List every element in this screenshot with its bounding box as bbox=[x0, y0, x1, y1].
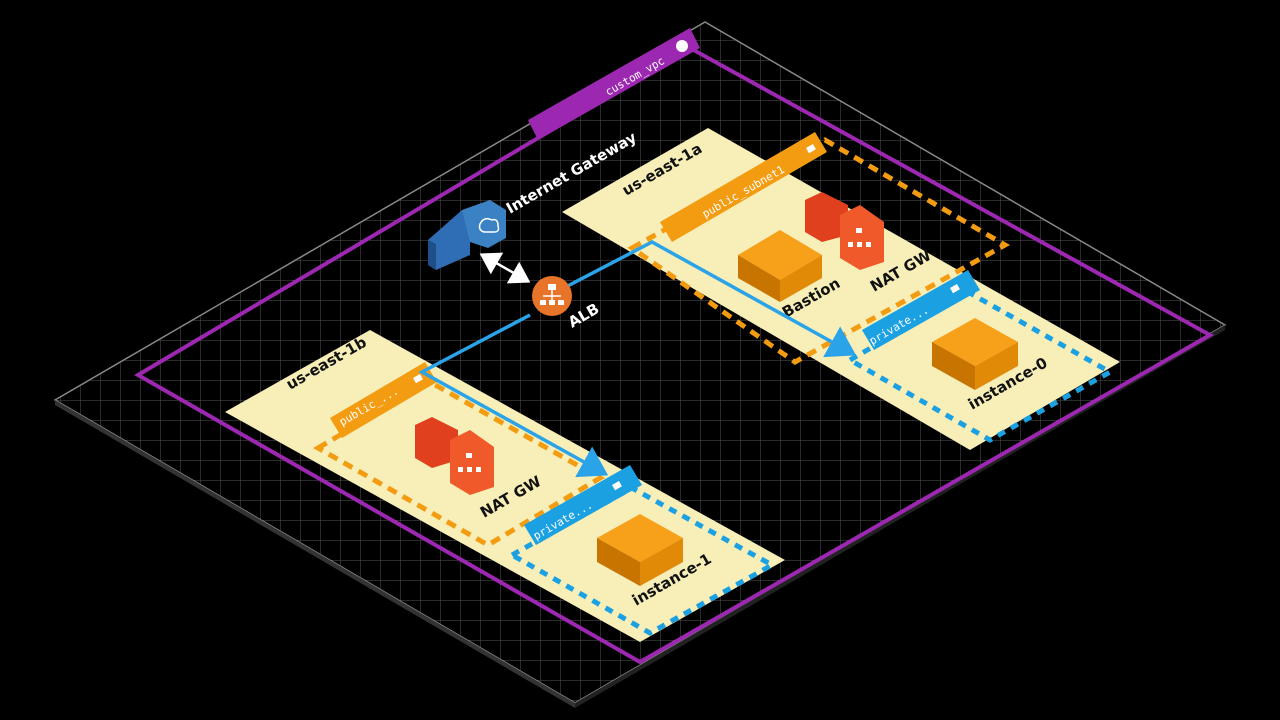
instance-1[interactable]: instance-1 bbox=[597, 514, 715, 609]
subnet-tag-icon bbox=[612, 481, 622, 491]
traffic-flows bbox=[418, 240, 857, 478]
zone-us-east-1b[interactable]: us-east-1b public_... private... bbox=[225, 330, 785, 642]
subnet-tag-icon bbox=[806, 144, 816, 154]
cloud-icon bbox=[478, 217, 500, 233]
network-icon bbox=[458, 453, 481, 472]
load-balancer-icon bbox=[540, 284, 564, 305]
network-icon bbox=[848, 228, 871, 247]
cloud-icon bbox=[676, 40, 688, 52]
zone-us-east-1a[interactable]: us-east-1a public_subnet1 private... Bas… bbox=[562, 128, 1120, 450]
subnet-tag-icon bbox=[413, 374, 423, 384]
subnet-tag-icon bbox=[950, 284, 960, 294]
